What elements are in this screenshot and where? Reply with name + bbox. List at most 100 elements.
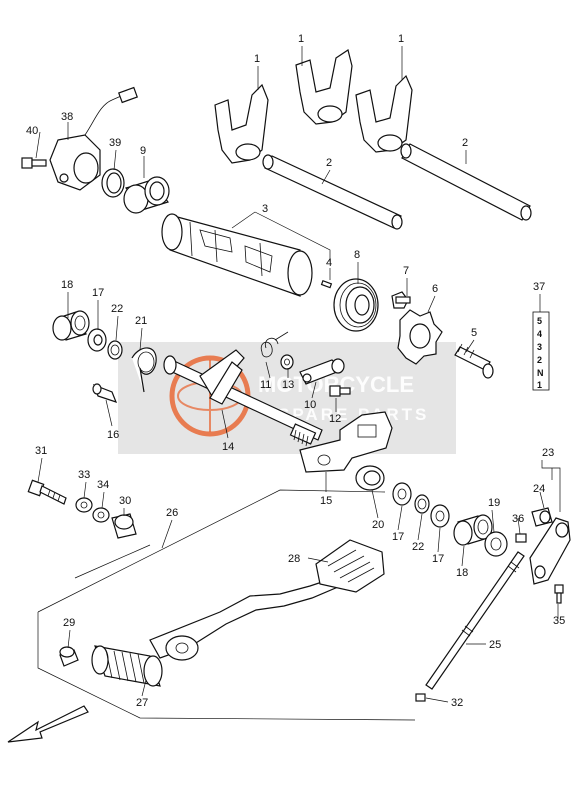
gearshift-shaft	[163, 349, 323, 447]
label-16: 16	[107, 429, 119, 441]
gearshift-lever	[149, 575, 346, 661]
circlip-22-right	[414, 494, 430, 514]
tie-rod	[425, 551, 525, 690]
label-7: 7	[403, 265, 409, 277]
nut-36	[515, 533, 527, 543]
gear-indicator-4: 4	[537, 329, 542, 339]
gear-indicator-3: 3	[537, 342, 542, 352]
leader-lines	[35, 46, 561, 703]
label-36: 36	[512, 513, 524, 525]
front-direction-arrow-icon	[7, 705, 89, 743]
gear-indicator-1: 1	[537, 380, 542, 390]
label-26: 26	[166, 507, 178, 519]
needle-bearing-9	[123, 176, 170, 214]
label-38: 38	[61, 111, 73, 123]
label-39: 39	[109, 137, 121, 149]
fork-shaft-upper	[262, 154, 403, 230]
washer-17-left	[87, 328, 107, 352]
bolt-31	[27, 479, 67, 505]
label-18b: 18	[456, 567, 468, 579]
screw-40	[21, 157, 47, 169]
shift-fork-middle	[295, 49, 353, 125]
gear-position-indicator: 5 4 3 2 N 1	[532, 311, 550, 391]
label-22a: 22	[111, 303, 123, 315]
screw-12	[329, 385, 351, 397]
lever-box-outline	[37, 489, 416, 721]
return-spring-21	[131, 347, 157, 393]
callout-labels: 1 1 1 2 2 3 4 8 7 6 5 37 38 40 39 9 18 1…	[26, 33, 565, 709]
label-28: 28	[288, 553, 300, 565]
label-3: 3	[262, 203, 268, 215]
watermark-line2: SPARE PARTS	[278, 405, 429, 424]
label-18a: 18	[61, 279, 73, 291]
label-5: 5	[471, 327, 477, 339]
washer-33	[75, 497, 93, 513]
label-2a: 2	[326, 157, 332, 169]
label-35: 35	[553, 615, 565, 627]
circlip-22-left	[107, 340, 123, 360]
pin-5	[454, 343, 494, 379]
label-1a: 1	[254, 53, 260, 65]
shift-arm-plate	[299, 411, 393, 473]
collar-30	[111, 513, 137, 539]
label-12: 12	[329, 413, 341, 425]
nut-32	[415, 693, 426, 702]
label-23: 23	[542, 447, 554, 459]
label-21: 21	[135, 315, 147, 327]
label-31: 31	[35, 445, 47, 457]
shift-fork-right	[355, 74, 413, 153]
label-30: 30	[119, 495, 131, 507]
label-34: 34	[97, 479, 109, 491]
label-27: 27	[136, 697, 148, 709]
bolt-29	[59, 646, 79, 667]
cam-bearing	[333, 278, 379, 332]
label-17b: 17	[392, 531, 404, 543]
label-20: 20	[372, 519, 384, 531]
label-2b: 2	[462, 137, 468, 149]
o-ring-39	[101, 168, 125, 198]
gearshift-lever-link	[529, 517, 571, 585]
bolt-7	[391, 291, 411, 309]
label-1b: 1	[298, 33, 304, 45]
washer-13	[280, 354, 294, 370]
bearing-18-left	[52, 310, 90, 341]
label-17c: 17	[432, 553, 444, 565]
oil-seal-19	[484, 531, 508, 557]
bearing-18-right	[453, 514, 493, 546]
label-32: 32	[451, 697, 463, 709]
label-14: 14	[222, 441, 234, 453]
label-33: 33	[78, 469, 90, 481]
gear-indicator-2: 2	[537, 355, 542, 365]
label-10: 10	[304, 399, 316, 411]
label-24: 24	[533, 483, 545, 495]
label-29: 29	[63, 617, 75, 629]
label-8: 8	[354, 249, 360, 261]
bolt-35	[554, 584, 564, 604]
label-13: 13	[282, 379, 294, 391]
label-11: 11	[260, 379, 271, 391]
pedal-rubber-27	[91, 645, 163, 687]
gear-indicator-n: N	[537, 368, 544, 378]
label-6: 6	[432, 283, 438, 295]
joint-24	[531, 507, 553, 527]
pedal-28	[315, 539, 385, 593]
gearshift-cam	[161, 213, 313, 297]
label-17a: 17	[92, 287, 104, 299]
label-19: 19	[488, 497, 500, 509]
label-37: 37	[533, 281, 545, 293]
spring-11	[260, 331, 289, 358]
stopper-star	[397, 309, 443, 365]
oil-seal-20	[355, 465, 385, 491]
shift-fork-left	[214, 83, 269, 164]
gear-position-sensor	[49, 86, 138, 191]
washer-17-right-a	[392, 482, 412, 506]
label-25: 25	[489, 639, 501, 651]
label-22b: 22	[412, 541, 424, 553]
gear-indicator-5: 5	[537, 316, 542, 326]
washer-17-right-b	[430, 504, 450, 528]
cam-pin	[320, 279, 333, 289]
label-4: 4	[326, 257, 332, 269]
label-15: 15	[320, 495, 332, 507]
label-9: 9	[140, 145, 146, 157]
